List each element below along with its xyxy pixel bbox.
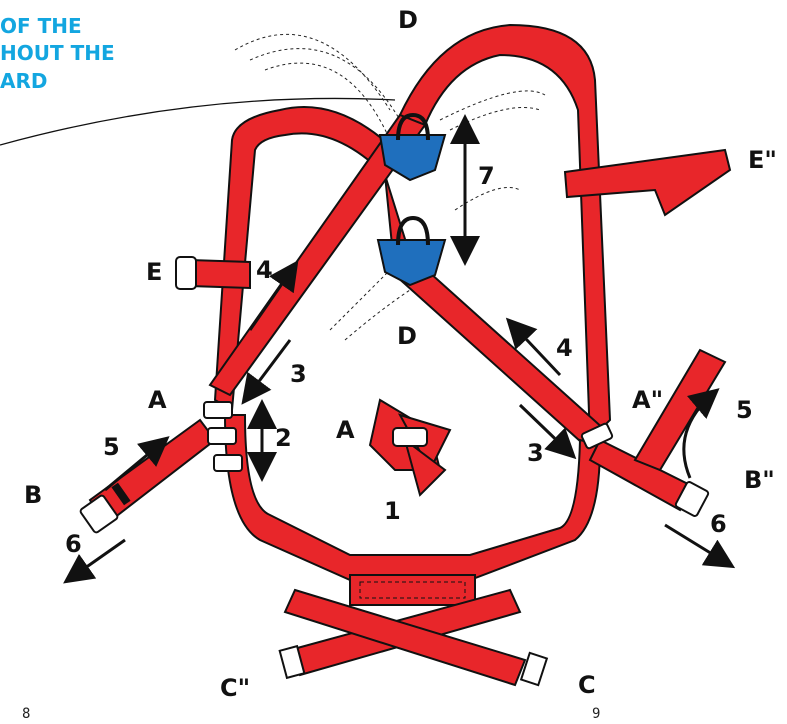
label-C2: C": [220, 674, 250, 702]
step-6-left: 6: [65, 530, 82, 558]
label-B: B: [24, 481, 42, 509]
diagonal-strap-right: [385, 175, 605, 450]
buckle-E: [176, 257, 196, 289]
label-E2: E": [748, 146, 777, 174]
step-1: 1: [384, 497, 401, 525]
right-shoulder-strap: [400, 25, 610, 440]
page-number-left: 8: [22, 706, 30, 722]
page-number-right: 9: [592, 706, 600, 722]
label-A-center: A: [336, 416, 355, 444]
svg-text:OF THE: OF THE: [0, 14, 82, 38]
strap-E: [190, 260, 250, 288]
label-A: A: [148, 386, 167, 414]
label-A2: A": [632, 386, 663, 414]
buckle-detail-illustration: [370, 400, 450, 495]
step-3-right: 3: [527, 439, 544, 467]
d-ring-bottom: [378, 218, 445, 285]
ladder-buckles-A: [204, 402, 242, 471]
label-B2: B": [744, 466, 775, 494]
step-6-right: 6: [710, 510, 727, 538]
step-5-left: 5: [103, 433, 120, 461]
svg-text:ARD: ARD: [0, 69, 47, 93]
step-3-left: 3: [290, 360, 307, 388]
label-E: E: [146, 258, 162, 286]
leg-buckle-right: [521, 653, 547, 685]
caption-text: OF THE HOUT THE ARD: [0, 14, 115, 93]
step-5-right: 5: [736, 396, 753, 424]
seat-pad: [350, 575, 475, 605]
label-D-top: D: [398, 6, 418, 34]
step-2: 2: [275, 424, 292, 452]
step-4-left: 4: [256, 256, 273, 284]
step-4-right: 4: [556, 334, 573, 362]
label-C: C: [578, 671, 596, 699]
step-7: 7: [478, 162, 495, 190]
svg-text:HOUT THE: HOUT THE: [0, 41, 115, 65]
label-D-bottom: D: [397, 322, 417, 350]
